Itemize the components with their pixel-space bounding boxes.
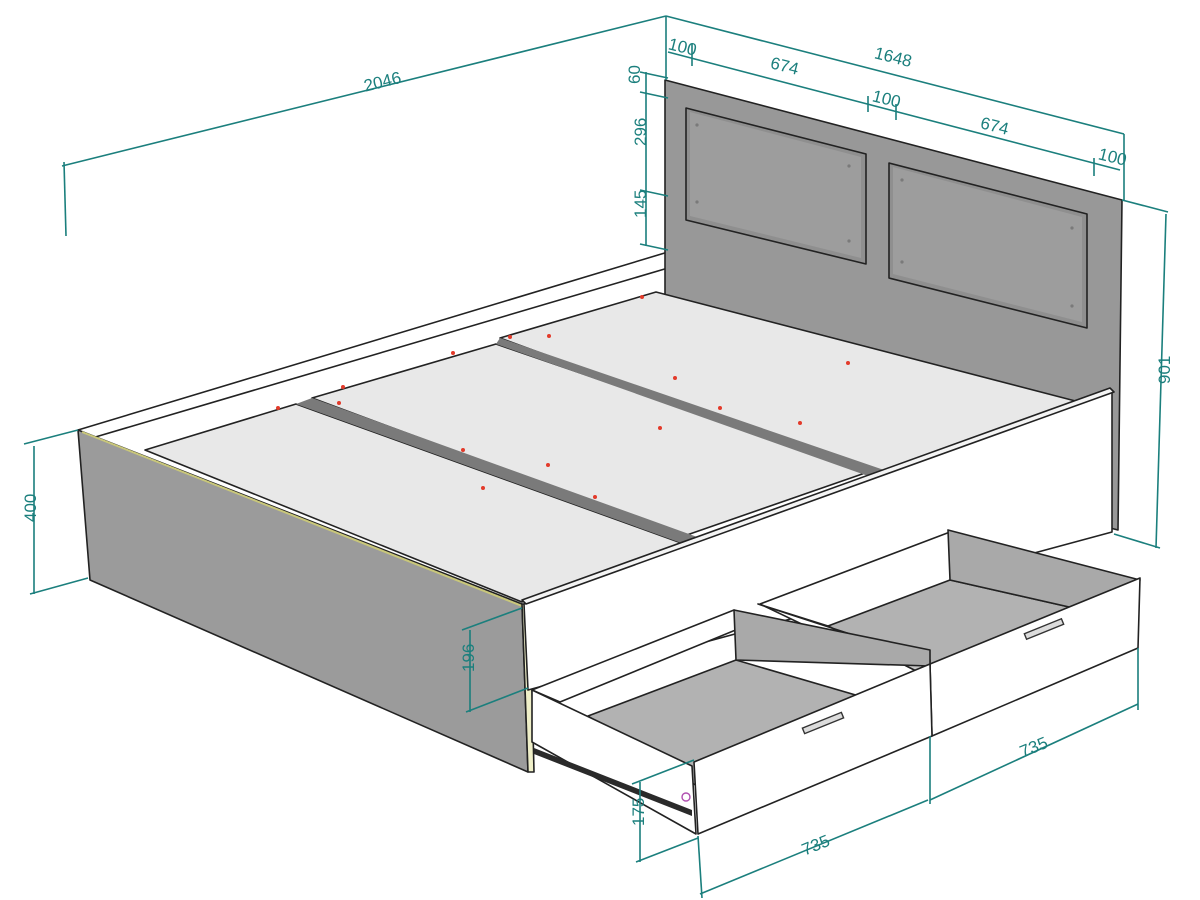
dim-headboard-left-margin: 100 [666,34,698,59]
dimension-lines [23,15,1169,899]
drawer-1-runner [534,748,692,816]
slat-gap-1 [296,398,700,544]
dim-headboard-height: 901 [1155,356,1174,384]
dim-panel-width-left: 674 [769,53,801,78]
drawer-1-cam-lock [681,792,691,802]
dim-frame-height: 400 [21,494,40,522]
dim-panel-gap: 100 [870,86,902,111]
dim-overall-length: 2046 [362,68,403,96]
dim-panel-bottom-offset: 145 [631,190,650,218]
dim-drawer-width-front: 735 [799,831,832,859]
dim-drawer-width-back: 735 [1017,733,1050,761]
drawer-2-handle[interactable] [1023,617,1065,641]
side-panel-trim [81,431,523,607]
headboard-panel-right-face [893,167,1082,322]
drawer-1-handle[interactable] [801,711,845,735]
screw-group [695,123,1074,308]
dim-drawer-opening: 196 [459,644,478,672]
dim-drawer-height: 175 [629,798,648,826]
slat-gap-2 [496,338,884,476]
dim-overall-width: 1648 [873,43,914,71]
dim-panel-height: 296 [631,118,650,146]
headboard-panel-left-face [690,112,861,258]
dim-headboard-top-margin: 60 [625,65,644,84]
right-side-rail-top [521,387,1115,605]
drawer-1-front [693,663,933,835]
assembly-markers [276,295,850,499]
